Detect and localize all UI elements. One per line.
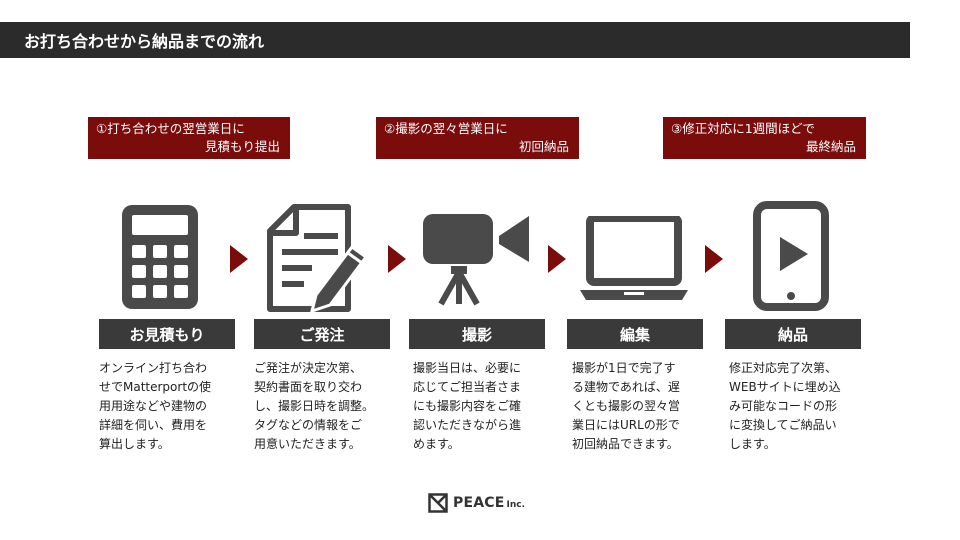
company-logo: PEACE Inc. [428, 493, 525, 513]
video-camera-icon [423, 214, 529, 306]
step-description: ご発注が決定次第、 契約書面を取り交わ し、撮影日時を調整。 タグなどの情報をご… [254, 361, 375, 451]
tag-line: 最終納品 [805, 139, 856, 154]
tag-line: ③修正対応に1週間ほどで [671, 121, 815, 136]
step-description: 撮影当日は、必要に 応じてご担当者さま にも撮影内容をご確 認いただきながら進 … [413, 361, 522, 451]
tablet-play-icon [753, 201, 829, 311]
logo-name: PEACE [453, 495, 505, 511]
tag-line: ①打ち合わせの翌営業日に [96, 121, 245, 136]
tag-line: 初回納品 [518, 139, 569, 154]
calculator-icon [122, 205, 198, 309]
step-label-shooting: 撮影 [409, 319, 545, 349]
step-arrow-icon [548, 245, 566, 273]
timeline-tag-first-delivery: ②撮影の翌々営業日に 初回納品 [376, 117, 579, 159]
tag-line: 見積もり提出 [204, 139, 280, 154]
timeline-tag-final-delivery: ③修正対応に1週間ほどで 最終納品 [663, 117, 866, 159]
step-description: 修正対応完了次第、 WEBサイトに埋め込 み可能なコードの形 に変換してご納品い… [729, 361, 841, 451]
step-arrow-icon [705, 245, 723, 273]
step-label-delivery: 納品 [725, 319, 861, 349]
step-description: 撮影が1日で完了す る建物であれば、遅 くとも撮影の翌々営 業日にはURLの形で… [572, 361, 681, 451]
logo-suffix: Inc. [506, 499, 526, 510]
laptop-icon [580, 216, 688, 300]
tag-line: ②撮影の翌々営業日に [384, 121, 508, 136]
step-label-estimate: お見積もり [99, 319, 235, 349]
step-label-editing: 編集 [567, 319, 703, 349]
peace-logo-icon [428, 493, 448, 513]
timeline-tag-estimate: ①打ち合わせの翌営業日に 見積もり提出 [88, 117, 290, 159]
step-arrow-icon [388, 245, 406, 273]
step-label-order: ご発注 [254, 319, 390, 349]
page-title: お打ち合わせから納品までの流れ [0, 22, 910, 58]
step-description: オンライン打ち合わ せでMatterportの使 用用途などや建物の 詳細を伺い… [99, 361, 212, 451]
document-pen-icon [267, 204, 369, 313]
step-arrow-icon [230, 245, 248, 273]
